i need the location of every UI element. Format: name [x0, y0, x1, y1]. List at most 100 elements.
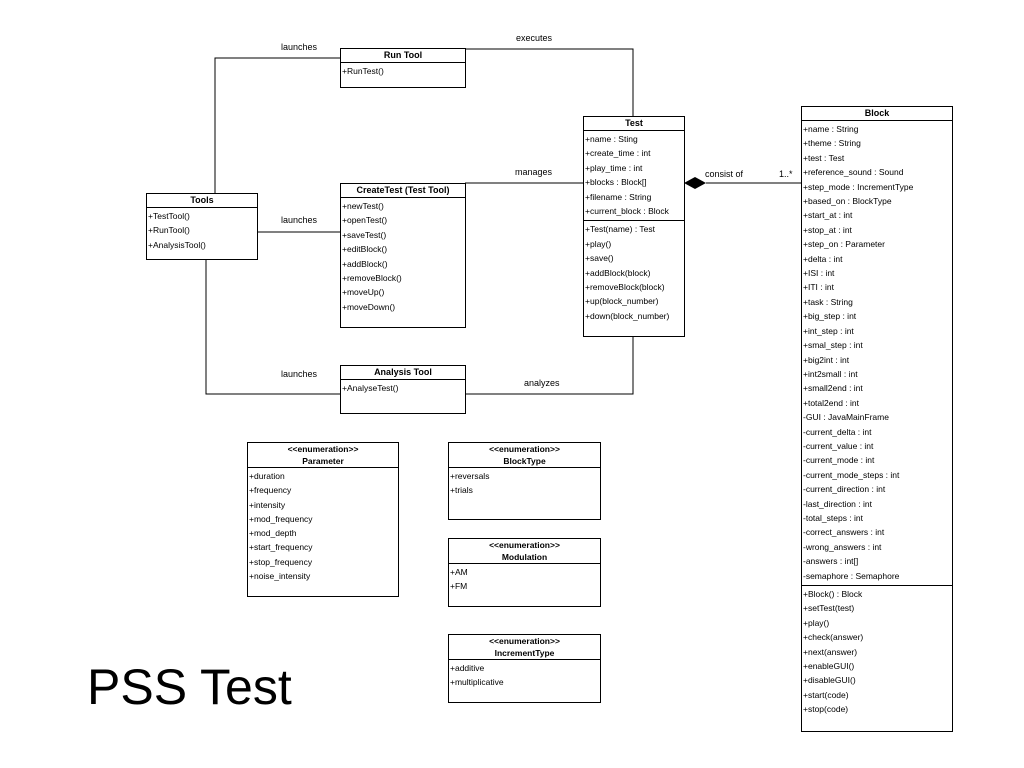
enum-header: <<enumeration>> Modulation [449, 539, 600, 564]
attribute: -current_direction : int [803, 484, 886, 495]
attribute: +ITI : int [803, 282, 834, 293]
operation: +down(block_number) [585, 310, 670, 321]
operations: +TestTool() +RunTool() +AnalysisTool() [147, 208, 257, 254]
enum-name: Modulation [501, 552, 548, 562]
attribute: +total2end : int [803, 397, 860, 408]
enum-stereotype: <<enumeration>> [489, 540, 560, 550]
literal: +reversals [450, 471, 490, 481]
operation: +editBlock() [342, 244, 388, 255]
enum-modulation: <<enumeration>> Modulation +AM +FM [448, 538, 601, 607]
literal: +multiplicative [450, 677, 504, 688]
attribute: -GUI : JavaMainFrame [803, 412, 889, 423]
label-launches-analysis: launches [281, 369, 318, 379]
operations: +newTest() +openTest() +saveTest() +edit… [341, 198, 465, 316]
operations: +RunTest() [341, 63, 465, 80]
operation: +enableGUI() [803, 661, 855, 672]
attribute: -last_direction : int [803, 498, 872, 509]
attribute: +ISI : int [803, 268, 835, 279]
enum-header: <<enumeration>> BlockType [449, 443, 600, 468]
literals: +AM +FM [449, 564, 600, 596]
operation: +Test(name) : Test [585, 224, 655, 235]
launches-analysis-tool-line [205, 260, 341, 395]
operation: +AnalyseTest() [342, 383, 399, 393]
label-manages: manages [515, 167, 553, 177]
attribute: -current_value : int [803, 440, 874, 451]
literal: +additive [450, 663, 485, 673]
attribute: +smal_step : int [803, 340, 863, 351]
label-launches-create: launches [281, 215, 318, 225]
class-name: Analysis Tool [341, 366, 465, 380]
class-test: Test +name : Sting +create_time : int +p… [583, 116, 685, 337]
class-run-tool: Run Tool +RunTest() [340, 48, 466, 88]
operation: +next(answer) [803, 646, 858, 657]
operations: +Block() : Block +setTest(test) +play() … [802, 585, 952, 719]
attribute: +test : Test [803, 152, 845, 163]
class-tools: Tools +TestTool() +RunTool() +AnalysisTo… [146, 193, 258, 260]
attribute: -correct_answers : int [803, 527, 885, 538]
attribute: +delta : int [803, 253, 843, 264]
attribute: +create_time : int [585, 148, 651, 159]
operation: +addBlock() [342, 258, 388, 269]
operation: +Block() : Block [803, 589, 863, 599]
operation: +addBlock(block) [585, 267, 651, 278]
attribute: +task : String [803, 296, 853, 307]
literal: +duration [249, 471, 285, 481]
class-name: Run Tool [341, 49, 465, 63]
class-name: Block [802, 107, 952, 121]
class-name: Tools [147, 194, 257, 208]
label-launches-run: launches [281, 42, 318, 52]
analyzes-line [465, 337, 634, 395]
enum-parameter: <<enumeration>> Parameter +duration +fre… [247, 442, 399, 597]
attributes: +name : String +theme : String +test : T… [802, 121, 952, 585]
label-multiplicity: 1..* [779, 169, 793, 179]
literal: +noise_intensity [249, 571, 311, 582]
operation: +TestTool() [148, 211, 190, 221]
operation: +disableGUI() [803, 675, 856, 686]
attribute: +big_step : int [803, 311, 857, 322]
operation: +setTest(test) [803, 603, 855, 614]
label-analyzes: analyzes [524, 378, 560, 388]
enum-header: <<enumeration>> Parameter [248, 443, 398, 468]
enum-name: IncrementType [494, 648, 555, 658]
operation: +openTest() [342, 215, 388, 226]
literals: +duration +frequency +intensity +mod_fre… [248, 468, 398, 585]
attribute: +step_mode : IncrementType [803, 181, 914, 192]
slide-title: PSS Test [87, 659, 292, 715]
attribute: +based_on : BlockType [803, 196, 892, 207]
operation: +play() [803, 617, 830, 628]
literals: +additive +multiplicative [449, 660, 600, 692]
attribute: +blocks : Block[] [585, 177, 647, 188]
enum-block-type: <<enumeration>> BlockType +reversals +tr… [448, 442, 601, 520]
attribute: -current_mode : int [803, 455, 875, 466]
attribute: -answers : int[] [803, 556, 859, 567]
enum-stereotype: <<enumeration>> [489, 636, 560, 646]
class-analysis-tool: Analysis Tool +AnalyseTest() [340, 365, 466, 414]
class-name: Test [584, 117, 684, 131]
attribute: -total_steps : int [803, 512, 864, 523]
attribute: +current_block : Block [585, 206, 669, 217]
class-block: Block +name : String +theme : String +te… [801, 106, 953, 732]
operations: +AnalyseTest() [341, 380, 465, 397]
attributes: +name : Sting +create_time : int +play_t… [584, 131, 684, 220]
attribute: +name : String [803, 124, 859, 134]
operation: +save() [585, 253, 614, 264]
operation: +saveTest() [342, 229, 387, 240]
literal: +trials [450, 485, 473, 496]
operation: +start(code) [803, 689, 849, 700]
enum-stereotype: <<enumeration>> [489, 444, 560, 454]
attribute: -semaphore : Semaphore [803, 570, 900, 581]
attribute: +small2end : int [803, 383, 863, 394]
enum-stereotype: <<enumeration>> [287, 444, 359, 454]
executes-line [465, 48, 634, 116]
attribute: -current_delta : int [803, 426, 872, 437]
class-create-test: CreateTest (Test Tool) +newTest() +openT… [340, 183, 466, 328]
operation: +removeBlock() [342, 273, 402, 284]
operation: +removeBlock(block) [585, 282, 665, 293]
label-executes: executes [516, 33, 553, 43]
operation: +check(answer) [803, 632, 864, 643]
enum-increment-type: <<enumeration>> IncrementType +additive … [448, 634, 601, 703]
enum-header: <<enumeration>> IncrementType [449, 635, 600, 660]
literal: +frequency [249, 485, 292, 496]
attribute: +theme : String [803, 138, 861, 149]
